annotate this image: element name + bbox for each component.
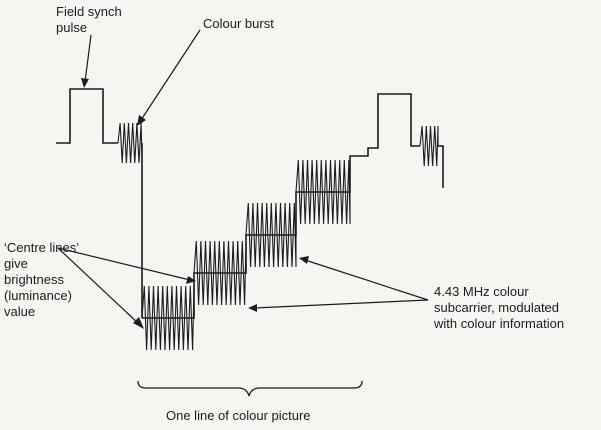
colour-burst-arrowhead xyxy=(137,115,146,126)
centre-lines-arrow-lower xyxy=(57,247,140,325)
line-bracket xyxy=(137,380,363,397)
line-caption: One line of colour picture xyxy=(166,408,311,423)
subcarrier-arrow-lower xyxy=(253,299,429,309)
chroma-step-4 xyxy=(295,159,351,225)
field-synch-arrow xyxy=(84,34,92,83)
chroma-subcarrier-group xyxy=(141,159,351,351)
field-synch-label: Field synch pulse xyxy=(56,4,125,35)
signal-waveform xyxy=(56,88,444,319)
chroma-step-1 xyxy=(141,285,195,351)
centre-lines-arrow-upper xyxy=(57,247,191,281)
subcarrier-arrowhead-upper xyxy=(299,256,309,264)
second-colour-burst-waveform xyxy=(419,125,439,167)
chroma-step-3 xyxy=(245,202,297,268)
chroma-step-2 xyxy=(193,240,247,306)
colour-burst-waveform xyxy=(117,122,143,164)
colour-burst-label: Colour burst xyxy=(203,16,274,31)
centre-lines-arrowhead-lower xyxy=(133,317,144,329)
subcarrier-label: 4.43 MHz colour subcarrier, modulated wi… xyxy=(433,284,564,331)
colour-burst-group xyxy=(117,122,439,167)
centre-lines-label: ‘Centre lines’ give brightness (luminanc… xyxy=(4,240,82,319)
centre-lines-arrowhead-upper xyxy=(186,276,196,284)
colour-burst-arrow xyxy=(140,29,201,121)
field-synch-arrowhead xyxy=(81,78,89,88)
subcarrier-arrowhead-lower xyxy=(248,304,257,312)
subcarrier-arrow-upper xyxy=(304,259,429,301)
